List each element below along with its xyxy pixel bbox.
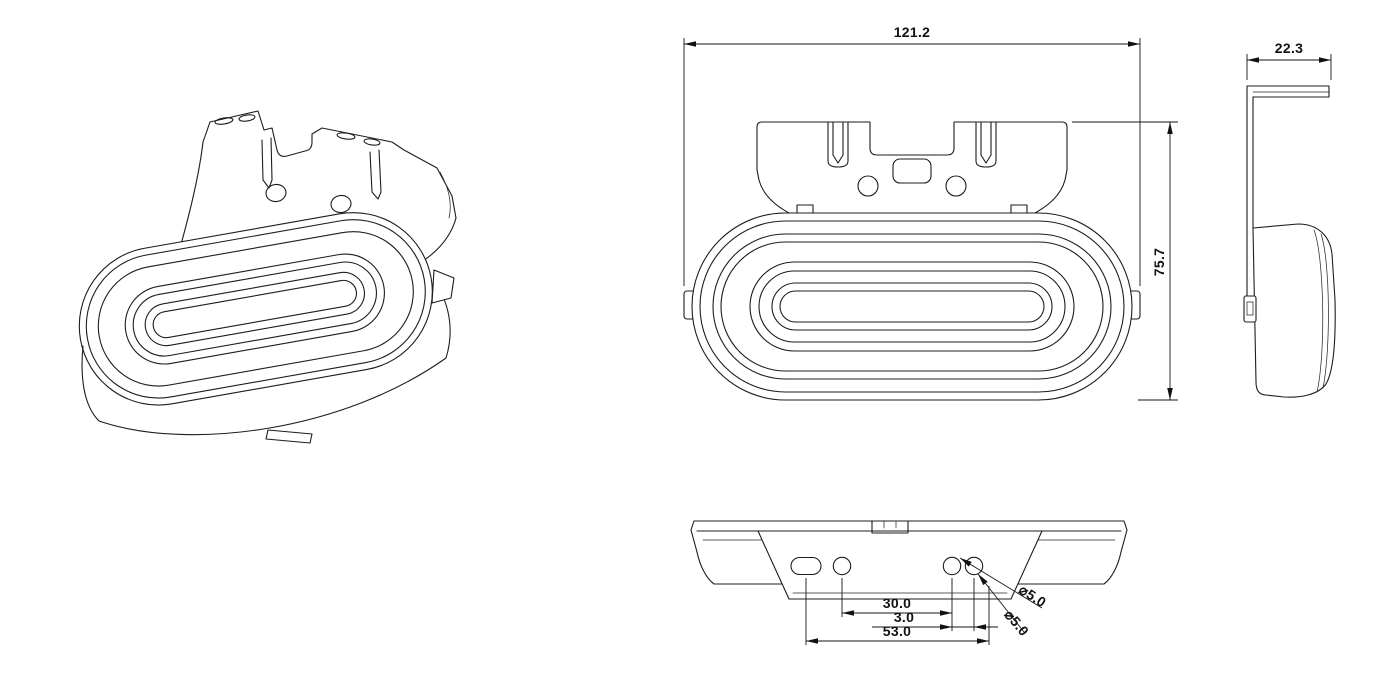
- iso-tab-slot-left-1: [214, 117, 234, 125]
- side-clip-detail: [1246, 301, 1254, 316]
- front-bracket-hole-right: [945, 175, 967, 197]
- front-height-dimension: 75.7: [1072, 121, 1178, 401]
- front-prong-slot-right: [975, 121, 997, 168]
- side-clip: [1243, 295, 1257, 323]
- bottom-view: [690, 520, 1128, 600]
- iso-side-clip: [431, 269, 455, 304]
- iso-lamp-ring-3: [97, 231, 414, 387]
- iso-lightguide-inner: [152, 279, 358, 339]
- front-lens-ring-outer: [749, 261, 1075, 352]
- front-bracket: [756, 121, 1068, 217]
- iso-bottom-tab: [265, 429, 313, 444]
- iso-prong-right: [369, 149, 382, 200]
- iso-lamp-outline: [78, 212, 433, 406]
- front-prong-right: [980, 121, 992, 164]
- side-view: [1243, 85, 1336, 398]
- front-prong-left: [832, 121, 844, 164]
- dia-label-a: ⌀5.0: [1016, 581, 1049, 610]
- dia-label-b: ⌀5.0: [1001, 607, 1032, 640]
- iso-lamp-body: [78, 212, 433, 406]
- dim-label-hole-spacing: 30.0: [883, 595, 911, 611]
- iso-bracket-hole-left: [265, 183, 287, 203]
- side-depth-dimension: 22.3: [1246, 40, 1332, 80]
- front-lamp-ring-2: [699, 220, 1125, 393]
- iso-tab-slot-left-2: [238, 114, 256, 122]
- front-view: [683, 121, 1141, 401]
- dim-label-hole-offset: 3.0: [894, 609, 914, 625]
- iso-bracket-inner-edge: [439, 171, 451, 219]
- bottom-hole-b: [942, 556, 962, 576]
- iso-housing-depth-edge: [81, 283, 451, 436]
- bottom-bracket-foot: [757, 530, 1043, 600]
- front-center-cutout: [892, 158, 932, 184]
- front-lightguide-inner: [779, 290, 1045, 323]
- iso-prong-left: [261, 137, 273, 189]
- iso-lightguide-outer: [144, 271, 366, 347]
- front-lamp-outline: [691, 212, 1133, 401]
- side-lamp-contour-1: [1313, 229, 1324, 393]
- iso-tab-slot-right-1: [336, 132, 356, 140]
- dim-label-front-height: 75.7: [1151, 248, 1167, 276]
- leader-line-dia-a: [959, 557, 1043, 609]
- dim-label-front-width: 121.2: [894, 24, 931, 40]
- front-lamp-ring-3: [712, 233, 1112, 380]
- front-bracket-hole-left: [857, 175, 879, 197]
- isometric-view: [78, 110, 457, 444]
- iso-lens-ring-inner: [132, 261, 377, 357]
- dim-label-mount-span: 53.0: [883, 623, 911, 639]
- side-bracket-flange: [1246, 85, 1330, 98]
- bottom-hole-a: [832, 556, 852, 576]
- leader-line-dia-b: [977, 573, 1025, 633]
- iso-lamp-ring-2: [85, 219, 426, 399]
- bottom-slot-hole: [790, 556, 822, 576]
- bottom-center-notch: [871, 520, 909, 534]
- front-lightguide-outer: [771, 282, 1053, 331]
- front-lens-ring-inner: [758, 270, 1066, 343]
- front-width-dimension: 121.2: [683, 24, 1141, 286]
- front-prong-slot-left: [827, 121, 849, 168]
- bottom-hole-c: [964, 556, 984, 576]
- side-lamp-profile: [1252, 223, 1336, 398]
- iso-tab-slot-right-2: [363, 138, 381, 146]
- dim-label-side-depth: 22.3: [1275, 40, 1303, 56]
- iso-lens-ring-outer: [124, 253, 385, 365]
- front-lamp-ring-4: [720, 241, 1104, 372]
- side-lamp-contour-2: [1320, 233, 1329, 389]
- iso-bracket-hole-right: [330, 194, 352, 214]
